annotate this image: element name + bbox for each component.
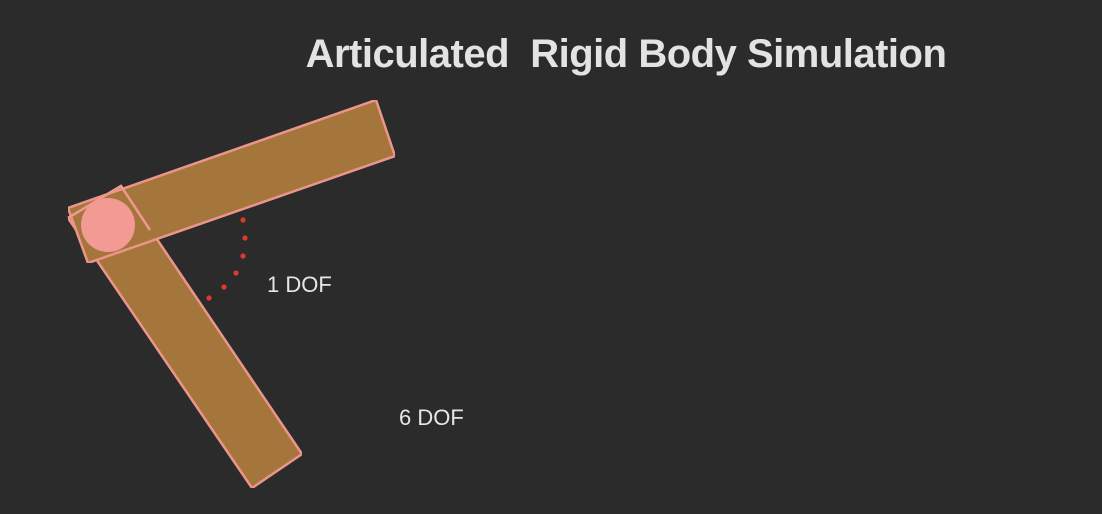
body-dof-label: 6 DOF — [399, 405, 464, 430]
joint-dof-label: 1 DOF — [267, 272, 332, 297]
lower-link-overlap-edge — [67, 184, 152, 231]
upper-link — [66, 98, 397, 265]
joint-circle — [81, 198, 135, 252]
rotation-arc — [206, 217, 248, 301]
